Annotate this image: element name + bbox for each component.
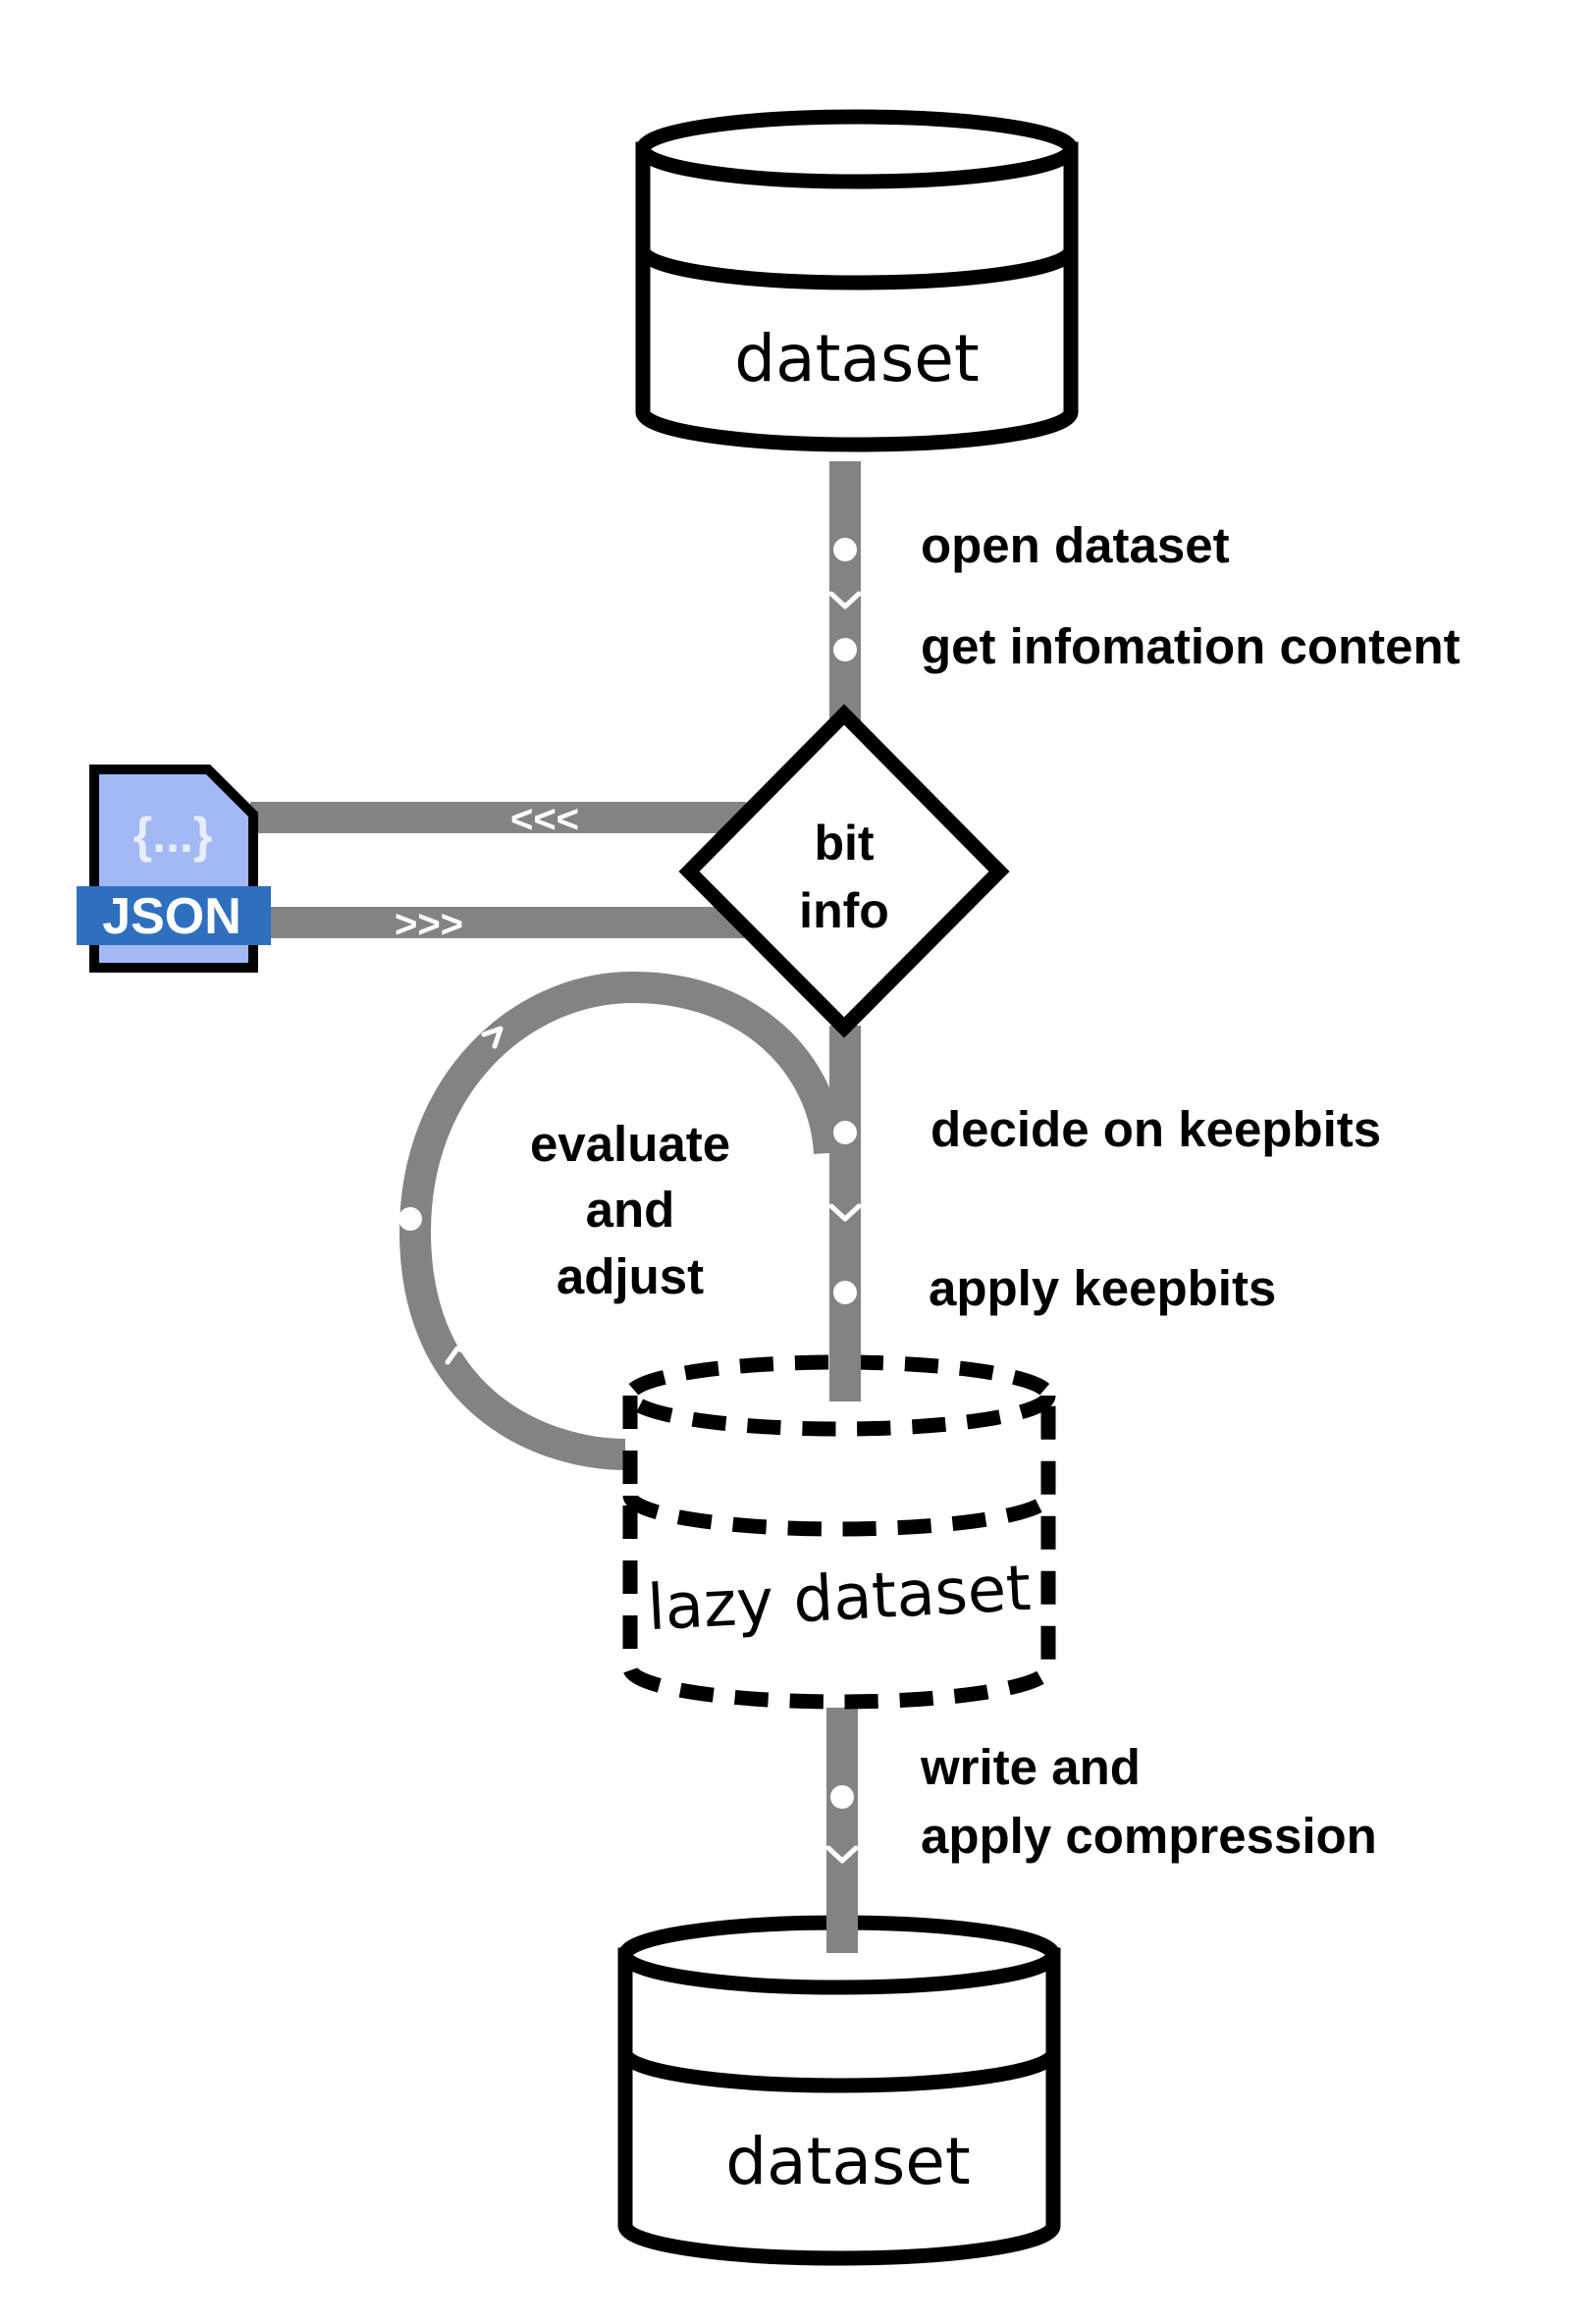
marker-write xyxy=(830,1785,854,1809)
step-markers xyxy=(399,538,857,1809)
chevron-loop-icon xyxy=(445,1346,476,1365)
marker-loop xyxy=(399,1207,422,1231)
chevron-loop-icon xyxy=(481,1026,504,1049)
pipe-loop xyxy=(399,971,845,1470)
decision-diamond xyxy=(678,704,1010,1038)
chevron-icons xyxy=(445,591,862,1864)
loop-line2: and xyxy=(586,1182,675,1238)
database-icon xyxy=(635,109,1079,452)
arrow-from-json: >>> xyxy=(395,903,463,946)
lazy-database-icon xyxy=(622,1354,1056,1710)
marker-apply xyxy=(833,1281,857,1304)
step-decide-keepbits: decide on keepbits xyxy=(931,1101,1381,1157)
step-apply-keepbits: apply keepbits xyxy=(929,1260,1276,1316)
json-file-icon: {...} JSON xyxy=(77,765,271,973)
step-write-line1: write and xyxy=(920,1739,1141,1795)
chevron-down-icon xyxy=(825,1845,859,1864)
loop-line3: adjust xyxy=(557,1248,704,1304)
lazy-dataset-label: lazy dataset xyxy=(646,1553,1033,1645)
marker-decide xyxy=(833,1121,857,1144)
json-label: JSON xyxy=(102,888,241,945)
pipes xyxy=(250,461,861,1953)
marker-open xyxy=(833,538,857,561)
top-dataset-label: dataset xyxy=(734,321,980,396)
bottom-dataset-label: dataset xyxy=(725,2124,971,2199)
bitinfo-line1: bit xyxy=(814,816,874,871)
arrow-to-json: <<< xyxy=(510,798,579,841)
marker-info xyxy=(833,638,857,661)
step-open-dataset: open dataset xyxy=(921,517,1230,573)
database-icon xyxy=(617,1915,1061,2266)
bitinfo-line2: info xyxy=(799,883,889,938)
chevron-down-icon xyxy=(828,591,862,609)
chevron-down-icon xyxy=(828,1203,862,1222)
json-braces: {...} xyxy=(133,808,213,863)
step-get-information: get infomation content xyxy=(921,618,1461,674)
loop-line1: evaluate xyxy=(530,1116,730,1172)
step-write-line2: apply compression xyxy=(921,1808,1377,1864)
